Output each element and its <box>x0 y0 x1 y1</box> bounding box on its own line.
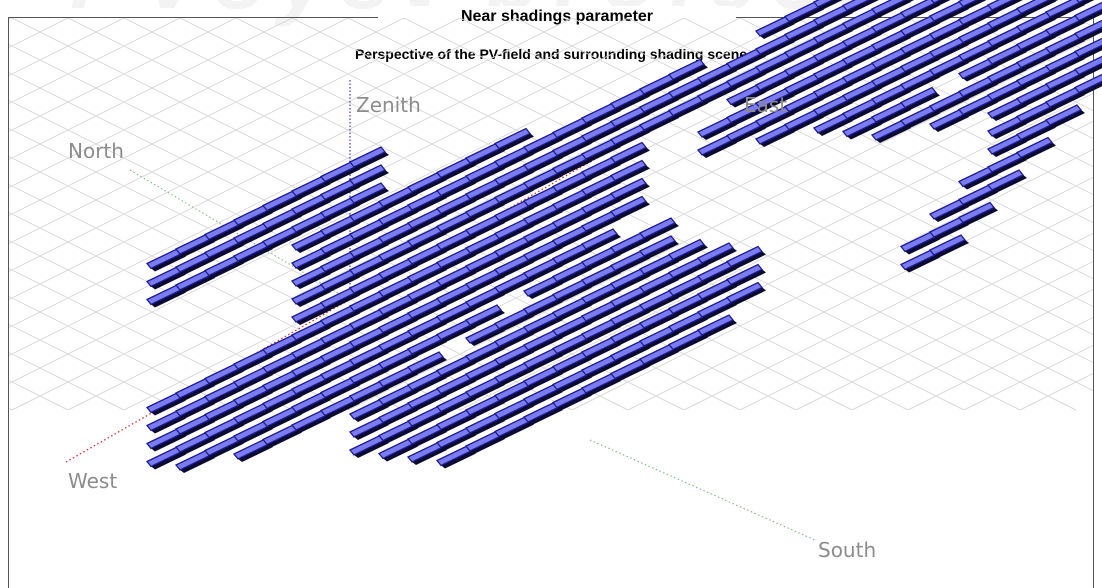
grid-line <box>459 92 1093 411</box>
grid-line <box>9 18 350 189</box>
grid-line <box>570 18 1093 280</box>
east-label: East <box>744 93 787 117</box>
pv-module <box>609 195 650 220</box>
grid-line <box>683 204 1093 411</box>
pv-module <box>696 242 737 266</box>
pv-module <box>348 146 389 170</box>
pv-module <box>667 58 708 83</box>
pv-module <box>406 351 447 375</box>
grid-line <box>9 18 294 161</box>
pv-field <box>145 0 1102 473</box>
pv-module <box>928 234 969 258</box>
grid-line <box>9 18 574 301</box>
grid-line <box>9 18 630 329</box>
grid-line <box>627 176 1093 411</box>
pv-module <box>580 228 621 252</box>
pv-module <box>1015 0 1056 17</box>
pv-module <box>1044 104 1085 128</box>
pv-module <box>725 245 766 270</box>
page-title: Near shadings parameter <box>378 6 736 28</box>
pv-module <box>638 235 679 259</box>
pv-module <box>957 0 987 10</box>
pv-module <box>957 201 998 226</box>
grid-line <box>234 18 1021 411</box>
pv-module <box>1076 0 1095 6</box>
grid-line <box>9 18 518 273</box>
pv-module <box>1073 37 1102 60</box>
zenith-label: Zenith <box>356 93 421 117</box>
grid-line <box>0 0 180 410</box>
grid-line <box>9 407 13 411</box>
grid-line <box>9 18 406 217</box>
grid-line <box>851 288 1093 411</box>
pv-module <box>1051 0 1059 2</box>
grid-line <box>0 0 516 410</box>
grid-line <box>9 18 126 77</box>
grid-line <box>9 18 182 105</box>
south-axis <box>589 439 816 541</box>
grid-line <box>795 260 1093 411</box>
grid-line <box>9 323 181 411</box>
grid-line <box>0 0 12 410</box>
pv-module <box>609 141 650 166</box>
pv-module <box>930 0 951 6</box>
pv-module <box>348 182 389 206</box>
pv-module <box>1073 19 1102 42</box>
pv-module <box>493 127 534 152</box>
grid-line <box>571 148 1093 411</box>
grid-line <box>458 18 1093 336</box>
pv-module <box>638 217 679 241</box>
pv-module <box>904 0 915 3</box>
pv-module <box>1073 73 1102 96</box>
pv-module <box>841 0 879 14</box>
grid-line <box>9 18 686 357</box>
pv-module <box>899 86 940 111</box>
pv-module <box>1073 1 1102 24</box>
grid-line <box>0 0 236 410</box>
pv-module <box>464 304 505 328</box>
grid-line <box>9 155 517 411</box>
pv-module <box>725 281 766 306</box>
grid-line <box>9 183 461 411</box>
pv-module <box>725 263 766 288</box>
grid-line <box>67 18 854 411</box>
pv-module <box>1073 55 1102 78</box>
grid-line <box>9 18 238 133</box>
west-label: West <box>68 469 117 493</box>
grid-line <box>514 18 1093 308</box>
pv-module <box>870 0 911 17</box>
south-label: South <box>818 538 876 562</box>
pv-module <box>986 0 1023 13</box>
grid-line <box>9 239 349 411</box>
pv-module <box>348 164 389 188</box>
pv-module <box>609 177 650 202</box>
grid-line <box>11 18 798 411</box>
grid-line <box>347 36 1093 411</box>
pv-module <box>986 169 1027 193</box>
grid-line <box>9 18 742 385</box>
grid-line <box>9 267 293 411</box>
pv-module <box>696 314 737 338</box>
ground-grid <box>0 0 1093 411</box>
pv-module <box>667 238 708 263</box>
grid-line <box>346 18 1093 392</box>
grid-line <box>402 18 1093 364</box>
grid-line <box>0 0 348 410</box>
pv-module <box>812 0 843 10</box>
pv-module <box>1015 136 1056 161</box>
pv-module <box>609 159 650 184</box>
grid-line <box>9 295 237 411</box>
grid-line <box>9 18 462 245</box>
north-label: North <box>68 139 124 163</box>
grid-line <box>739 232 1093 411</box>
